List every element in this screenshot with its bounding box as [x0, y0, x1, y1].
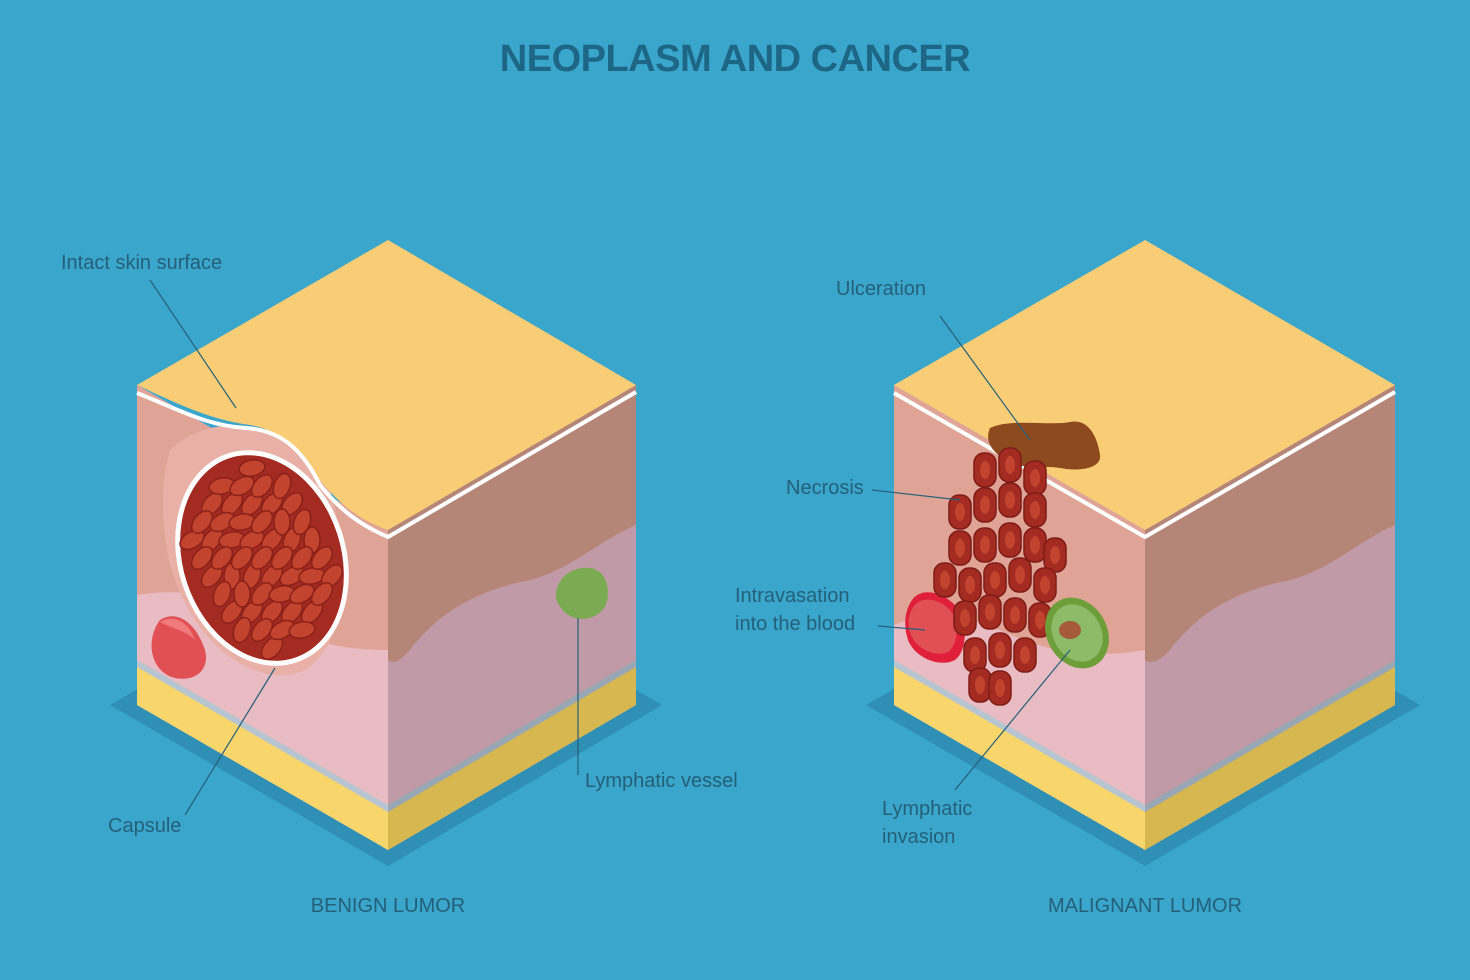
benign-tumor-cell: [190, 510, 214, 534]
label-intravasation-line2: into the blood: [735, 613, 856, 635]
malignant-tumor-cell-nucleus: [995, 641, 1005, 659]
malignant-right-fat: [1145, 665, 1395, 850]
malignant-tumor-cell-nucleus: [1035, 611, 1045, 629]
caption-benign: BENIGN LUMOR: [310, 895, 466, 917]
malignant-tumor-cell-nucleus: [980, 536, 990, 554]
benign-tumor-cell: [238, 459, 266, 477]
leader-skin-surface: [149, 279, 237, 409]
malignant-tumor-cell-nucleus: [1005, 491, 1015, 509]
malignant-tumor-cell-nucleus: [960, 609, 970, 627]
benign-tumor-cell: [190, 546, 214, 570]
malignant-right-epidermis: [1145, 385, 1395, 662]
benign-tumor-cell: [250, 474, 274, 498]
leader-necrosis: [871, 489, 961, 501]
malignant-tumor-cell-nucleus: [955, 539, 965, 557]
leader-ulceration: [939, 315, 1031, 441]
benign-cube: [110, 240, 662, 866]
benign-right-fat: [388, 665, 636, 850]
malignant-tumor-cell-nucleus: [995, 679, 1005, 697]
label-lymphatic-invasion-line1: Lymphatic: [882, 798, 973, 820]
malignant-tumor-cell-nucleus: [940, 571, 950, 589]
benign-tumor-cell: [229, 475, 255, 497]
malignant-tumor-cell-nucleus: [980, 461, 990, 479]
benign-right-membrane: [388, 660, 636, 812]
malignant-tumor-cell-nucleus: [1030, 469, 1040, 487]
benign-tumor: [175, 450, 349, 666]
malignant-tumor-cell-nucleus: [1005, 456, 1015, 474]
malignant-tumor-cell-nucleus: [985, 603, 995, 621]
benign-top-face: [137, 240, 636, 530]
benign-tumor-cell: [310, 582, 334, 606]
label-intact-skin-surface: Intact skin surface: [61, 252, 223, 274]
benign-tumor-cell: [209, 511, 235, 533]
malignant-right-membrane: [1145, 660, 1395, 812]
label-lymphatic-vessel: Lymphatic vessel: [585, 770, 738, 792]
benign-tumor-cell: [270, 546, 294, 570]
malignant-blood-vessel: [908, 599, 957, 654]
malignant-cube: [866, 240, 1420, 866]
label-ulceration: Ulceration: [836, 278, 927, 300]
benign-tumor-cell: [239, 529, 265, 551]
benign-tumor-cell: [233, 580, 251, 608]
benign-tumor-cell: [288, 621, 316, 639]
benign-tumor-cell: [290, 546, 314, 570]
label-lymphatic-invasion-line2: invasion: [882, 826, 956, 848]
benign-tumor-cell: [230, 546, 254, 570]
benign-tumor-cell: [210, 546, 234, 570]
benign-tumor-cell: [250, 618, 274, 642]
malignant-tumor-cell-nucleus: [1005, 531, 1015, 549]
label-capsule: Capsule: [108, 815, 182, 837]
benign-tumor-cell: [232, 616, 252, 644]
malignant-tumor-cell-nucleus: [1040, 576, 1050, 594]
malignant-tumor-cell-nucleus: [1050, 546, 1060, 564]
malignant-tumor-cell-nucleus: [975, 676, 985, 694]
malignant-tumor-cell-nucleus: [990, 571, 1000, 589]
page-title: NEOPLASM AND CANCER: [499, 38, 971, 80]
malignant-tumor-cell-nucleus: [1010, 606, 1020, 624]
malignant-tumor-cell-nucleus: [1030, 536, 1040, 554]
benign-tumor-cell: [279, 565, 305, 587]
benign-blood-vessel: [151, 616, 206, 679]
malignant-tumor-cell-nucleus: [970, 646, 980, 664]
lymph-invading-cell: [1059, 621, 1081, 639]
malignant-tumor-cell-nucleus: [1015, 566, 1025, 584]
benign-tumor-cell: [250, 546, 274, 570]
malignant-tumor-cell-nucleus: [955, 503, 965, 521]
label-intravasation-line1: Intravasation: [735, 585, 850, 607]
malignant-tumor-cell-nucleus: [965, 576, 975, 594]
benign-left-fat: [137, 665, 388, 850]
leader-capsule: [184, 667, 276, 816]
benign-lymph-vessel: [555, 567, 608, 619]
benign-tumor-cell: [273, 508, 291, 536]
leader-lymphatic-invasion: [954, 649, 1071, 791]
malignant-tumor-cell-nucleus: [1030, 501, 1040, 519]
benign-right-epidermis: [388, 385, 636, 662]
benign-surface-line: [136, 390, 638, 540]
benign-tumor-cell: [250, 582, 274, 606]
benign-tumor-cells: [179, 459, 344, 660]
malignant-surface-line: [893, 390, 1397, 540]
malignant-left-membrane: [894, 660, 1145, 812]
benign-blood-highlight: [160, 618, 195, 640]
benign-tumor-cell: [250, 510, 274, 534]
benign-tumor-cell: [272, 472, 292, 500]
benign-tumor-cell: [292, 508, 312, 536]
malignant-top-face: [894, 240, 1395, 530]
benign-tumor-cell: [212, 580, 232, 608]
caption-malignant: MALIGNANT LUMOR: [1047, 895, 1243, 917]
malignant-tumor-cell-nucleus: [980, 496, 990, 514]
leader-intravasation: [877, 625, 926, 631]
benign-tumor-cell: [289, 583, 315, 605]
benign-left-membrane: [137, 660, 388, 812]
label-necrosis: Necrosis: [786, 477, 864, 499]
benign-tumor-cell: [269, 619, 295, 641]
benign-tumor-cell: [179, 529, 205, 551]
benign-tumor-cell: [310, 546, 334, 570]
malignant-tumor-cell-nucleus: [1020, 646, 1030, 664]
malignant-left-fat: [894, 665, 1145, 850]
